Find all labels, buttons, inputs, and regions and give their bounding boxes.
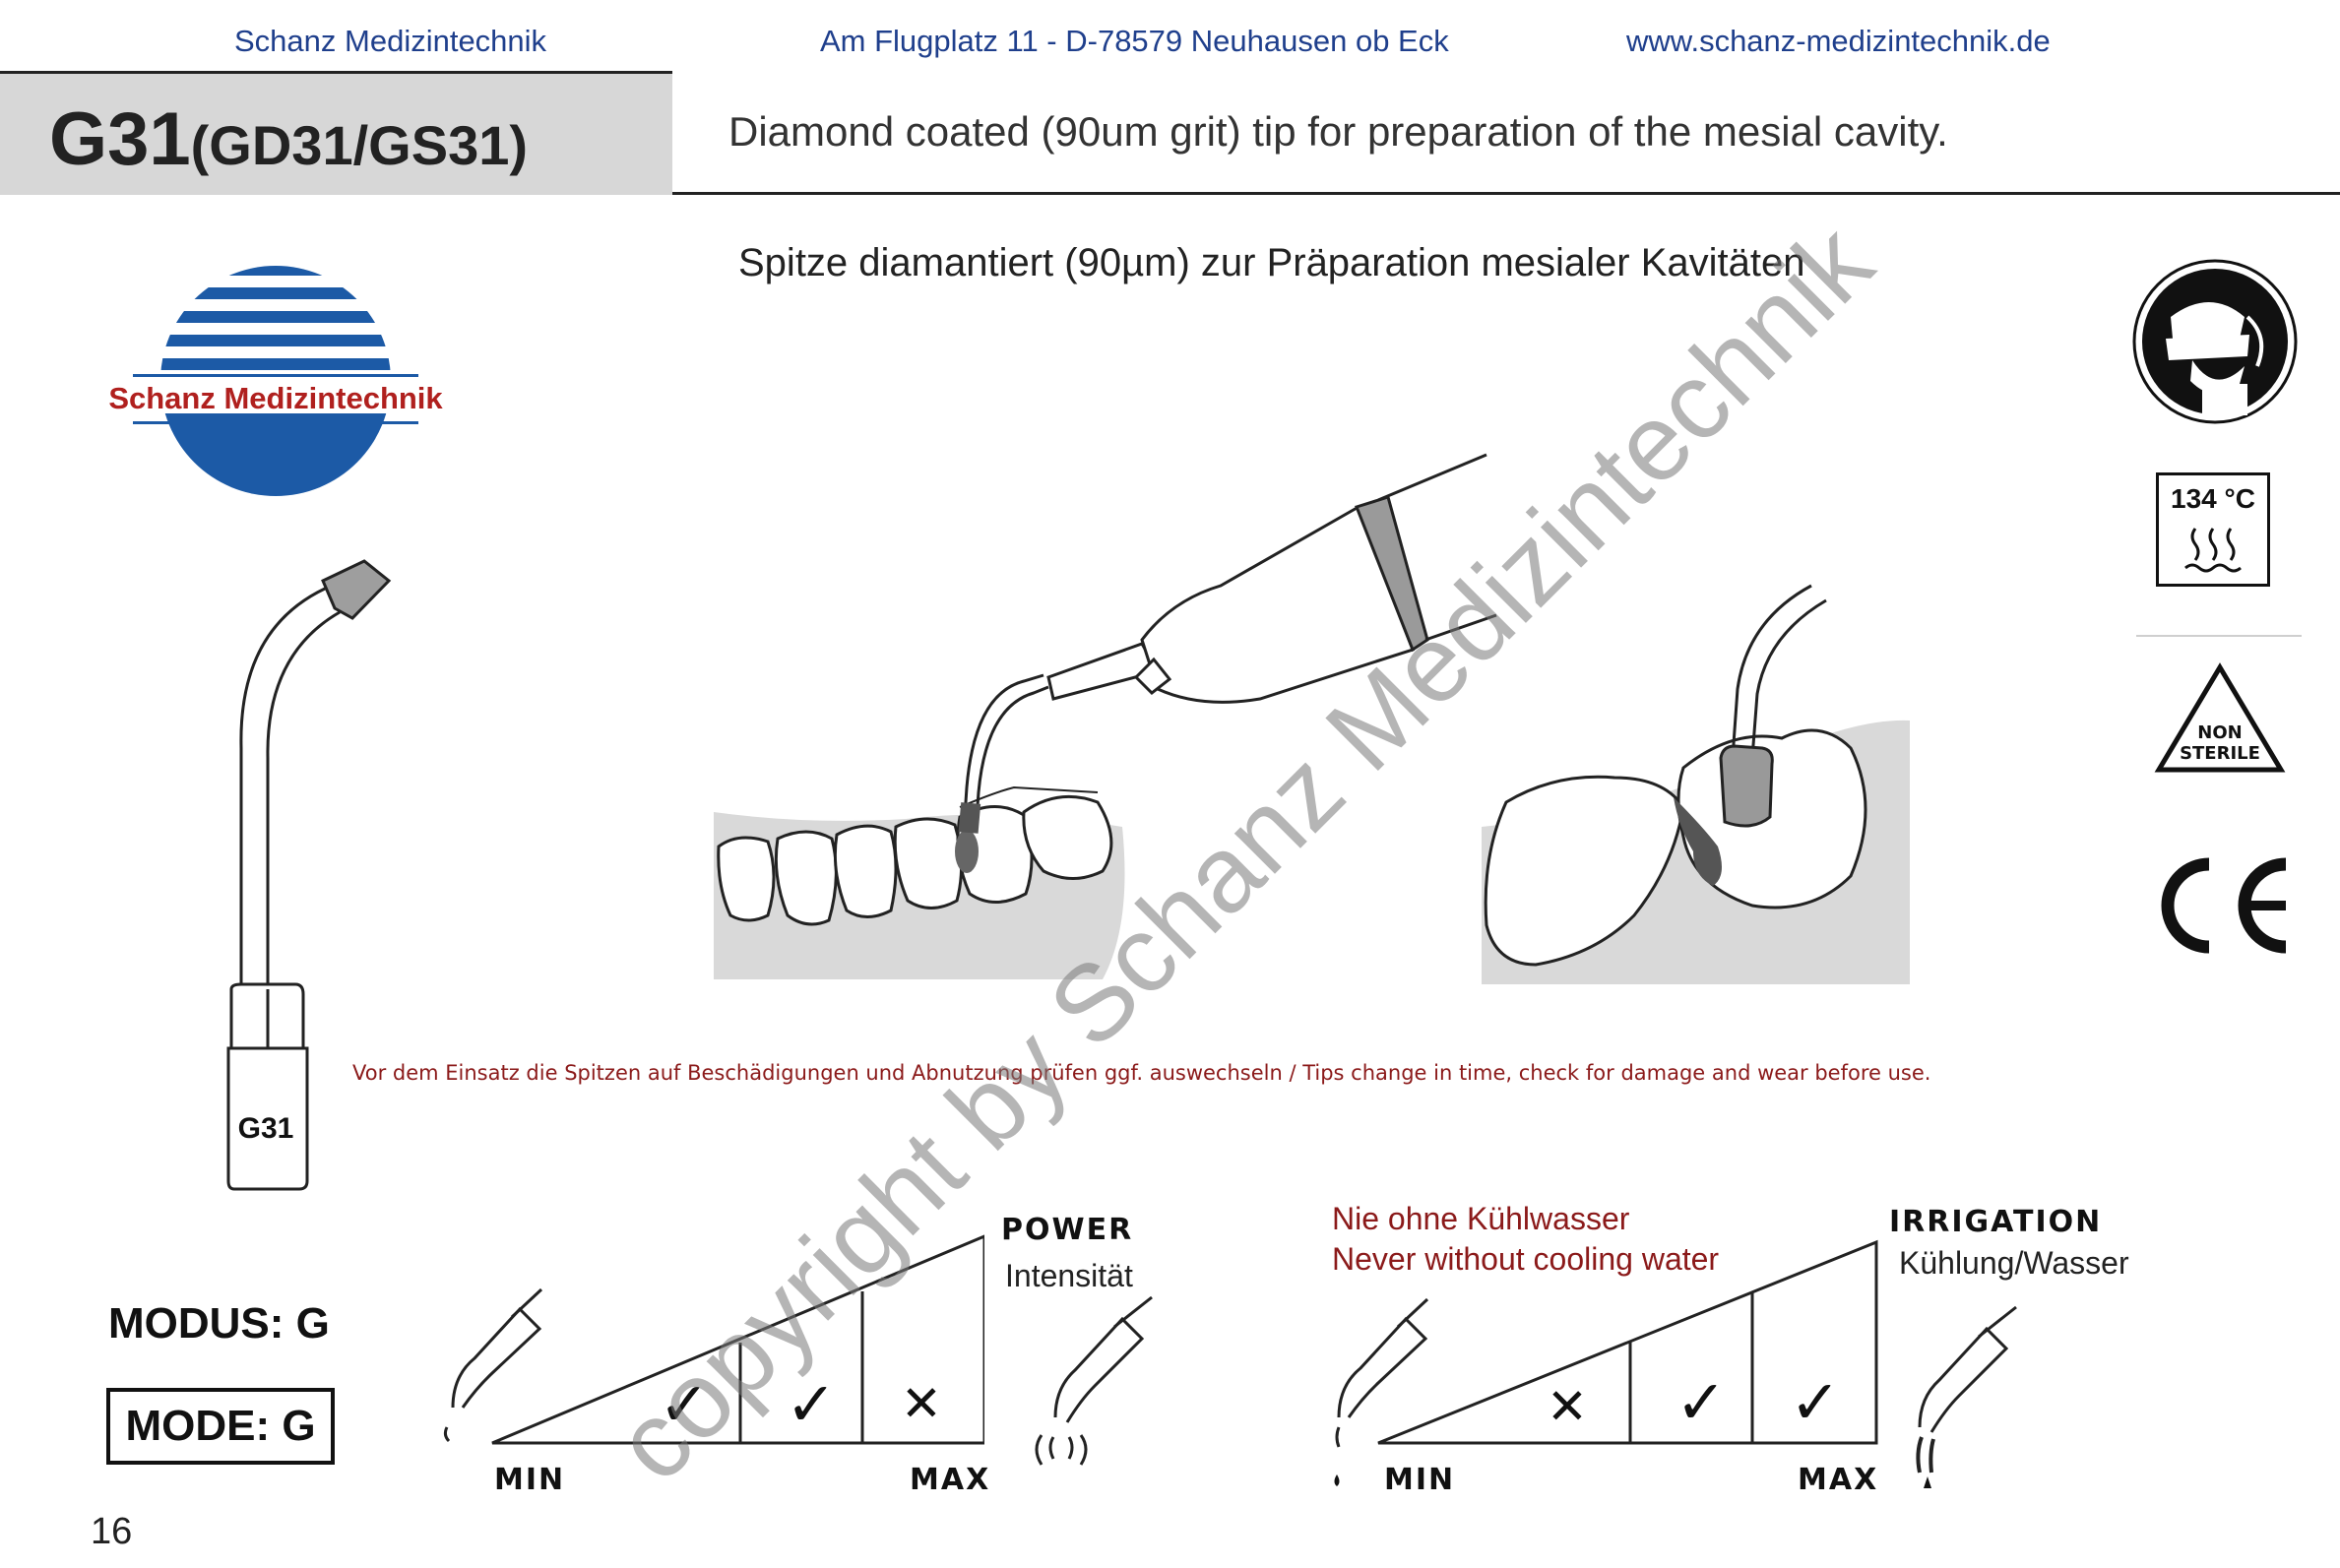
modus-label: MODUS: G	[108, 1299, 330, 1348]
usage-warning: Vor dem Einsatz die Spitzen auf Beschädi…	[352, 1061, 1931, 1085]
non-sterile-line2: STERILE	[2180, 743, 2260, 764]
power-level-low: ✓	[659, 1368, 710, 1440]
irrigation-level-low: ✕	[1547, 1378, 1588, 1435]
page-number: 16	[91, 1511, 133, 1552]
handpiece-irrigation-min-icon	[1334, 1297, 1429, 1486]
irrigation-title: IRRIGATION	[1889, 1205, 2103, 1239]
handpiece-illustration	[714, 453, 1497, 979]
power-scale: ✓ ✓ ✕	[443, 1234, 984, 1445]
handpiece-irrigation-max-icon	[1916, 1305, 2017, 1488]
product-code-variants: (GD31/GS31)	[190, 114, 528, 176]
description-de: Spitze diamantiert (90µm) zur Präparatio…	[738, 241, 1805, 284]
icon-divider	[2136, 635, 2302, 637]
irrigation-subtitle: Kühlung/Wasser	[1899, 1245, 2129, 1281]
face-mask-icon	[2132, 259, 2298, 424]
power-min: MIN	[494, 1463, 566, 1497]
temperature-label: 134 °C	[2171, 483, 2255, 514]
tip-label: G31	[238, 1112, 294, 1145]
irrigation-note-en: Never without cooling water	[1332, 1241, 1720, 1277]
power-title: POWER	[1001, 1213, 1134, 1247]
header-company: Schanz Medizintechnik	[234, 24, 547, 58]
ce-mark-icon	[2161, 857, 2287, 954]
logo-text: Schanz Medizintechnik	[108, 381, 443, 415]
power-max: MAX	[910, 1463, 991, 1497]
handpiece-min-icon	[443, 1287, 543, 1443]
non-sterile-icon: NON STERILE	[2154, 662, 2286, 773]
irrigation-note-de: Nie ohne Kühlwasser	[1332, 1201, 1630, 1236]
irrigation-level-mid: ✓	[1676, 1366, 1727, 1438]
header-website[interactable]: www.schanz-medizintechnik.de	[1626, 24, 2051, 58]
tooth-closeup-illustration	[1482, 584, 1910, 984]
product-code-band	[0, 71, 672, 195]
irrigation-scale: ✕ ✓ ✓	[1334, 1239, 1878, 1486]
tip-g31-drawing: G31	[226, 559, 392, 1191]
header-address: Am Flugplatz 11 - D-78579 Neuhausen ob E…	[820, 24, 1449, 58]
power-level-high: ✕	[901, 1375, 942, 1432]
company-logo: Schanz Medizintechnik	[108, 266, 443, 496]
mode-label: MODE: G	[106, 1388, 335, 1465]
non-sterile-line1: NON	[2197, 722, 2242, 743]
handpiece-max-icon	[1035, 1295, 1153, 1466]
power-level-mid: ✓	[786, 1368, 837, 1440]
product-code-main: G31	[49, 97, 191, 181]
description-en: Diamond coated (90um grit) tip for prepa…	[728, 108, 1948, 155]
power-subtitle: Intensität	[1005, 1258, 1133, 1293]
irrigation-min: MIN	[1384, 1463, 1456, 1497]
title-divider	[672, 192, 2340, 195]
product-code: G31(GD31/GS31)	[49, 96, 528, 182]
steam-icon	[2184, 528, 2242, 573]
sterilization-temp-icon: 134 °C	[2156, 472, 2270, 587]
irrigation-max: MAX	[1798, 1463, 1879, 1497]
irrigation-level-high: ✓	[1790, 1366, 1841, 1438]
